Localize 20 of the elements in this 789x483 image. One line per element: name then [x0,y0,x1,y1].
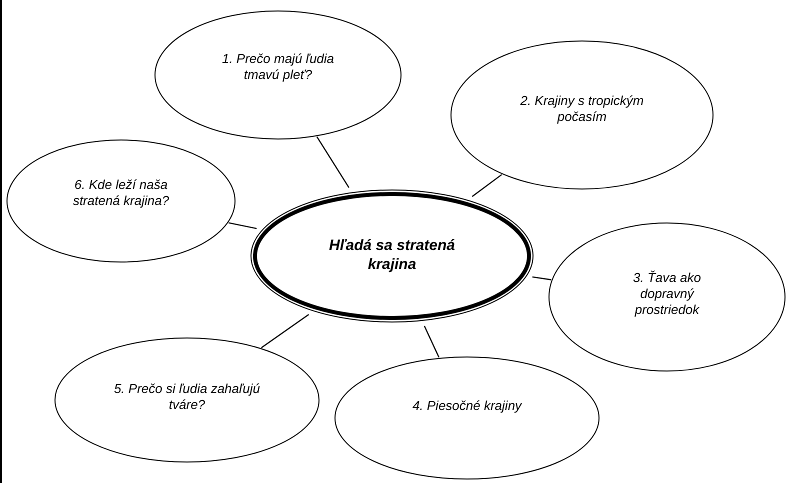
connector-line [228,222,257,230]
topic-ellipse [154,10,402,140]
connector-line [472,174,502,197]
connector-line [316,136,350,188]
topic-text: 4. Piesočné krajiny [412,398,522,414]
connector-line [261,314,310,348]
topic-ellipse [548,222,786,372]
topic-ellipse [334,356,600,480]
connector-line [532,276,552,280]
topic-ellipse [54,337,320,463]
topic-text: 1. Prečo majú ľudia tmavú pleť? [220,50,336,84]
topic-ellipse [450,40,714,190]
topic-text: 6. Kde leží naša stratená krajina? [72,176,170,210]
topic-ellipse [6,139,236,263]
central-ellipse [250,189,534,323]
topic-text: 5. Prečo si ľudia zahaľujú tváre? [112,380,262,414]
topic-text: 2. Krajiny s tropickým počasím [519,92,645,126]
connector-line [424,326,440,358]
topic-text: 3. Ťava ako dopravný prostriedok [632,270,702,318]
central-topic-text: Hľadá sa stratená krajina [328,237,456,275]
